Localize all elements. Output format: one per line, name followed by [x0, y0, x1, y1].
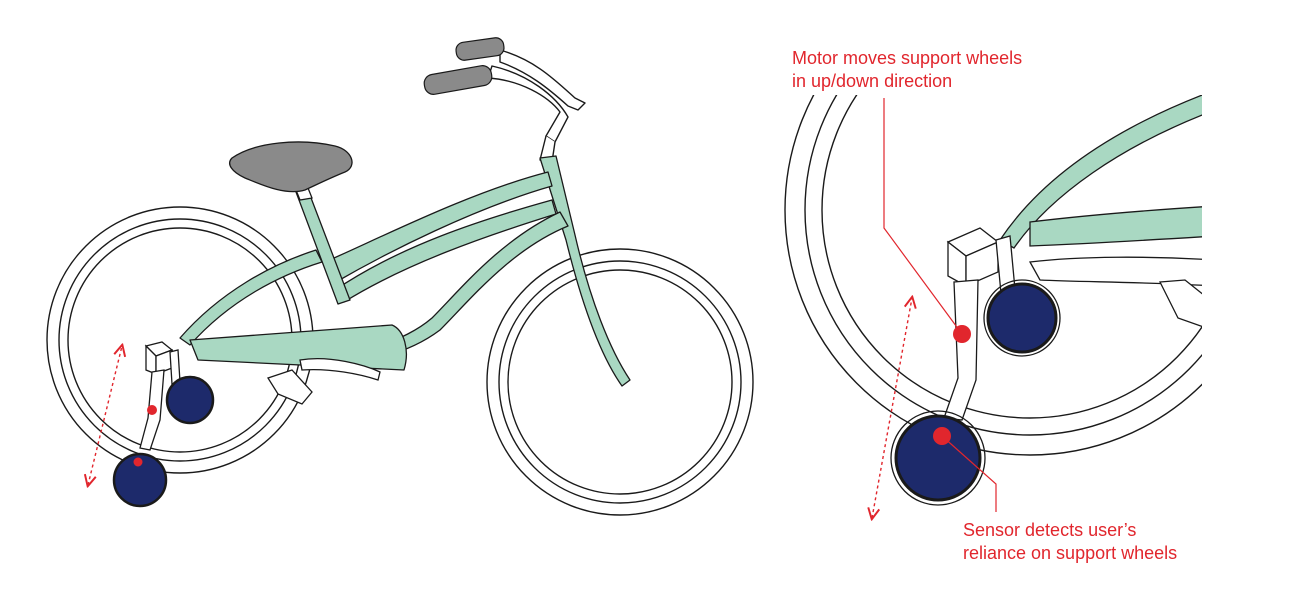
motor-callout-line2: in up/down direction [792, 70, 1022, 93]
motor-leader-line [884, 98, 962, 334]
up-down-arrow [88, 346, 122, 485]
handlebar-grip-lower [423, 64, 493, 96]
motor-marker [147, 405, 157, 415]
saddle [230, 142, 352, 192]
bicycle-illustration [47, 37, 753, 515]
upper-support-wheel [167, 377, 213, 423]
sensor-callout: Sensor detects user’s reliance on suppor… [963, 519, 1177, 565]
sensor-callout-line1: Sensor detects user’s [963, 519, 1177, 542]
motor-callout-line1: Motor moves support wheels [792, 47, 1022, 70]
handlebar [488, 50, 585, 162]
sensor-callout-line2: reliance on support wheels [963, 542, 1177, 565]
motor-callout: Motor moves support wheels in up/down di… [792, 47, 1022, 93]
sensor-marker [134, 458, 143, 467]
crank-pedal [268, 359, 380, 404]
bicycle-frame [180, 156, 630, 386]
handlebar-grip-upper [455, 37, 505, 62]
